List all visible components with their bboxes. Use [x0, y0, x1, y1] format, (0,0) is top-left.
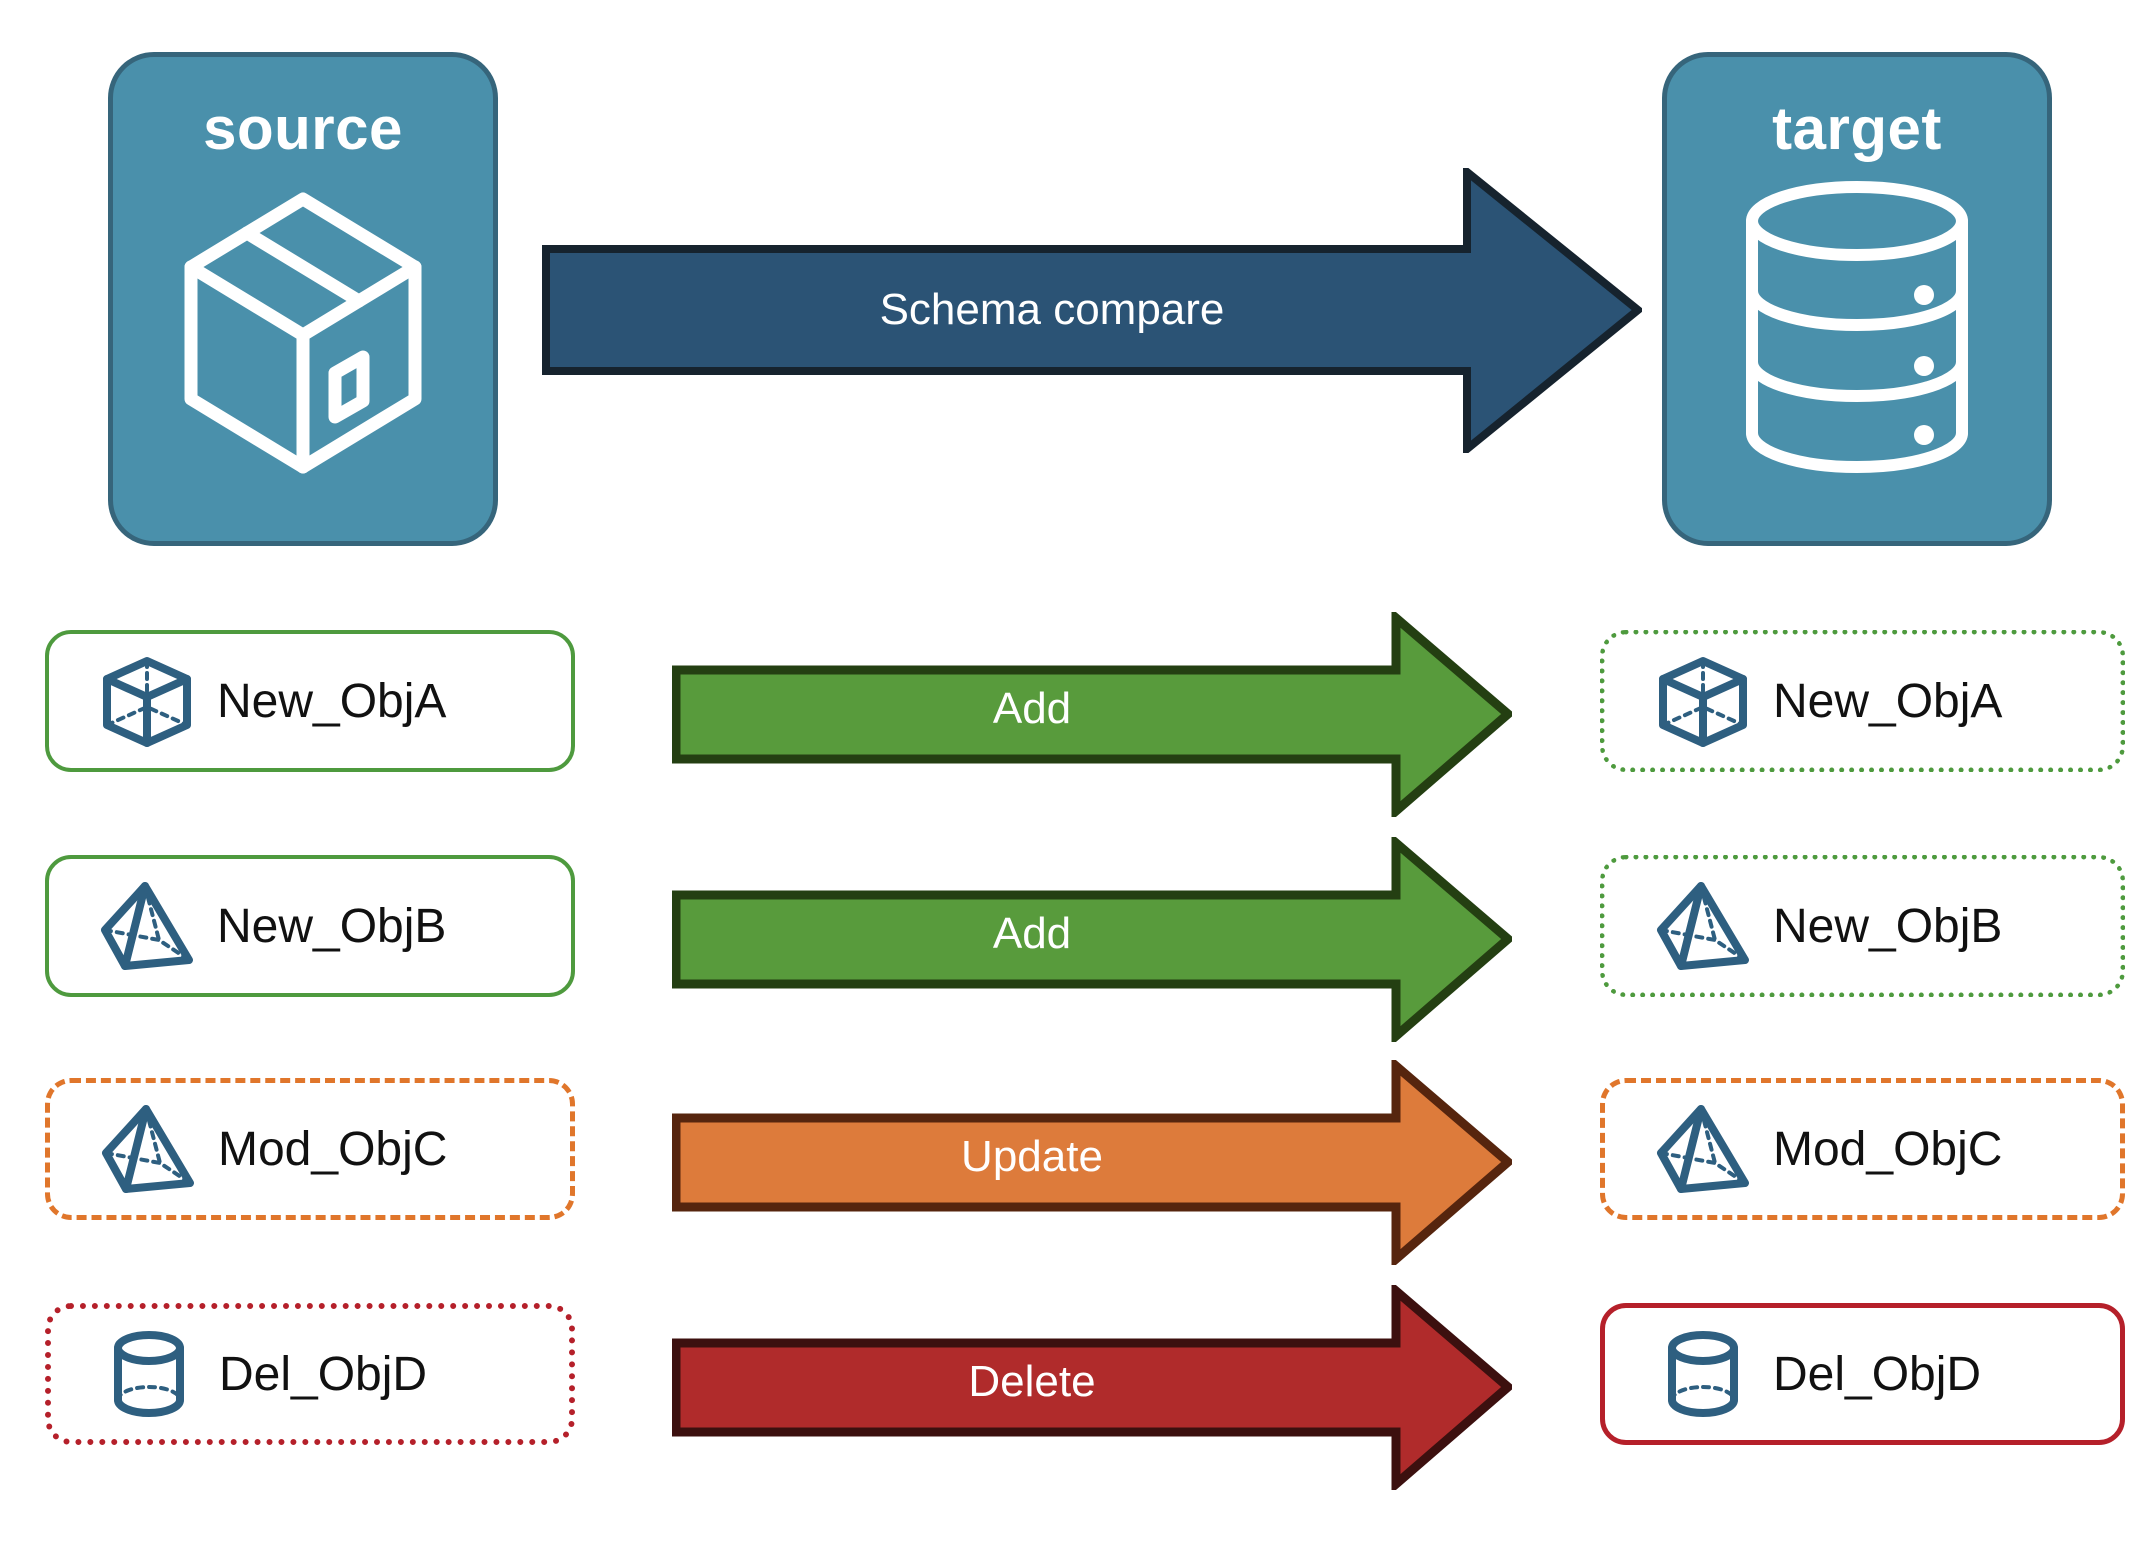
source-object-label: Mod_ObjC: [218, 1122, 448, 1176]
target-object-box[interactable]: New_ObjB: [1600, 855, 2125, 997]
database-cylinder-icon: [1732, 177, 1982, 482]
cylinder-wireframe-icon: [1655, 1326, 1751, 1422]
source-object-label: New_ObjA: [217, 674, 447, 728]
action-label: Add: [992, 684, 1072, 733]
target-object-label: New_ObjB: [1773, 899, 2003, 953]
action-label: Delete: [968, 1357, 1096, 1406]
diff-row: Mod_ObjC Update Mod_ObjC: [0, 1060, 2150, 1265]
action-label: Add: [992, 909, 1072, 958]
target-label: target: [1772, 95, 1942, 162]
cylinder-wireframe-icon: [101, 1326, 197, 1422]
target-object-label: Mod_ObjC: [1773, 1122, 2003, 1176]
source-panel: source: [108, 52, 498, 546]
cube-wireframe-icon: [1655, 653, 1751, 749]
source-object-label: Del_ObjD: [219, 1347, 428, 1401]
target-object-box[interactable]: Del_ObjD: [1600, 1303, 2125, 1445]
pyramid-wireframe-icon: [100, 1101, 196, 1197]
schema-compare-label: Schema compare: [879, 285, 1225, 334]
target-object-box[interactable]: Mod_ObjC: [1600, 1078, 2125, 1220]
pyramid-wireframe-icon: [99, 878, 195, 974]
action-label: Update: [961, 1132, 1103, 1181]
target-object-label: New_ObjA: [1773, 674, 2003, 728]
delete-arrow: [672, 1285, 1512, 1490]
source-object-box[interactable]: New_ObjA: [45, 630, 575, 772]
source-object-label: New_ObjB: [217, 899, 447, 953]
target-object-label: Del_ObjD: [1773, 1347, 1982, 1401]
target-object-box[interactable]: New_ObjA: [1600, 630, 2125, 772]
pyramid-wireframe-icon: [1655, 1101, 1751, 1197]
source-object-box[interactable]: New_ObjB: [45, 855, 575, 997]
add-arrow: [672, 837, 1512, 1042]
pyramid-wireframe-icon: [1655, 878, 1751, 974]
diff-row: New_ObjB Add New_ObjB: [0, 837, 2150, 1042]
diff-row: Del_ObjD Delete Del_ObjD: [0, 1285, 2150, 1490]
diff-row: New_ObjA Add New_Obj: [0, 612, 2150, 817]
source-label: source: [203, 95, 403, 162]
source-object-box[interactable]: Mod_ObjC: [45, 1078, 575, 1220]
source-object-box[interactable]: Del_ObjD: [45, 1303, 575, 1445]
update-arrow: [672, 1060, 1512, 1265]
cube-wireframe-icon: [99, 653, 195, 749]
schema-compare-arrow: [542, 168, 1642, 453]
target-panel: target: [1662, 52, 2052, 546]
add-arrow: [672, 612, 1512, 817]
package-cube-icon: [163, 177, 443, 492]
